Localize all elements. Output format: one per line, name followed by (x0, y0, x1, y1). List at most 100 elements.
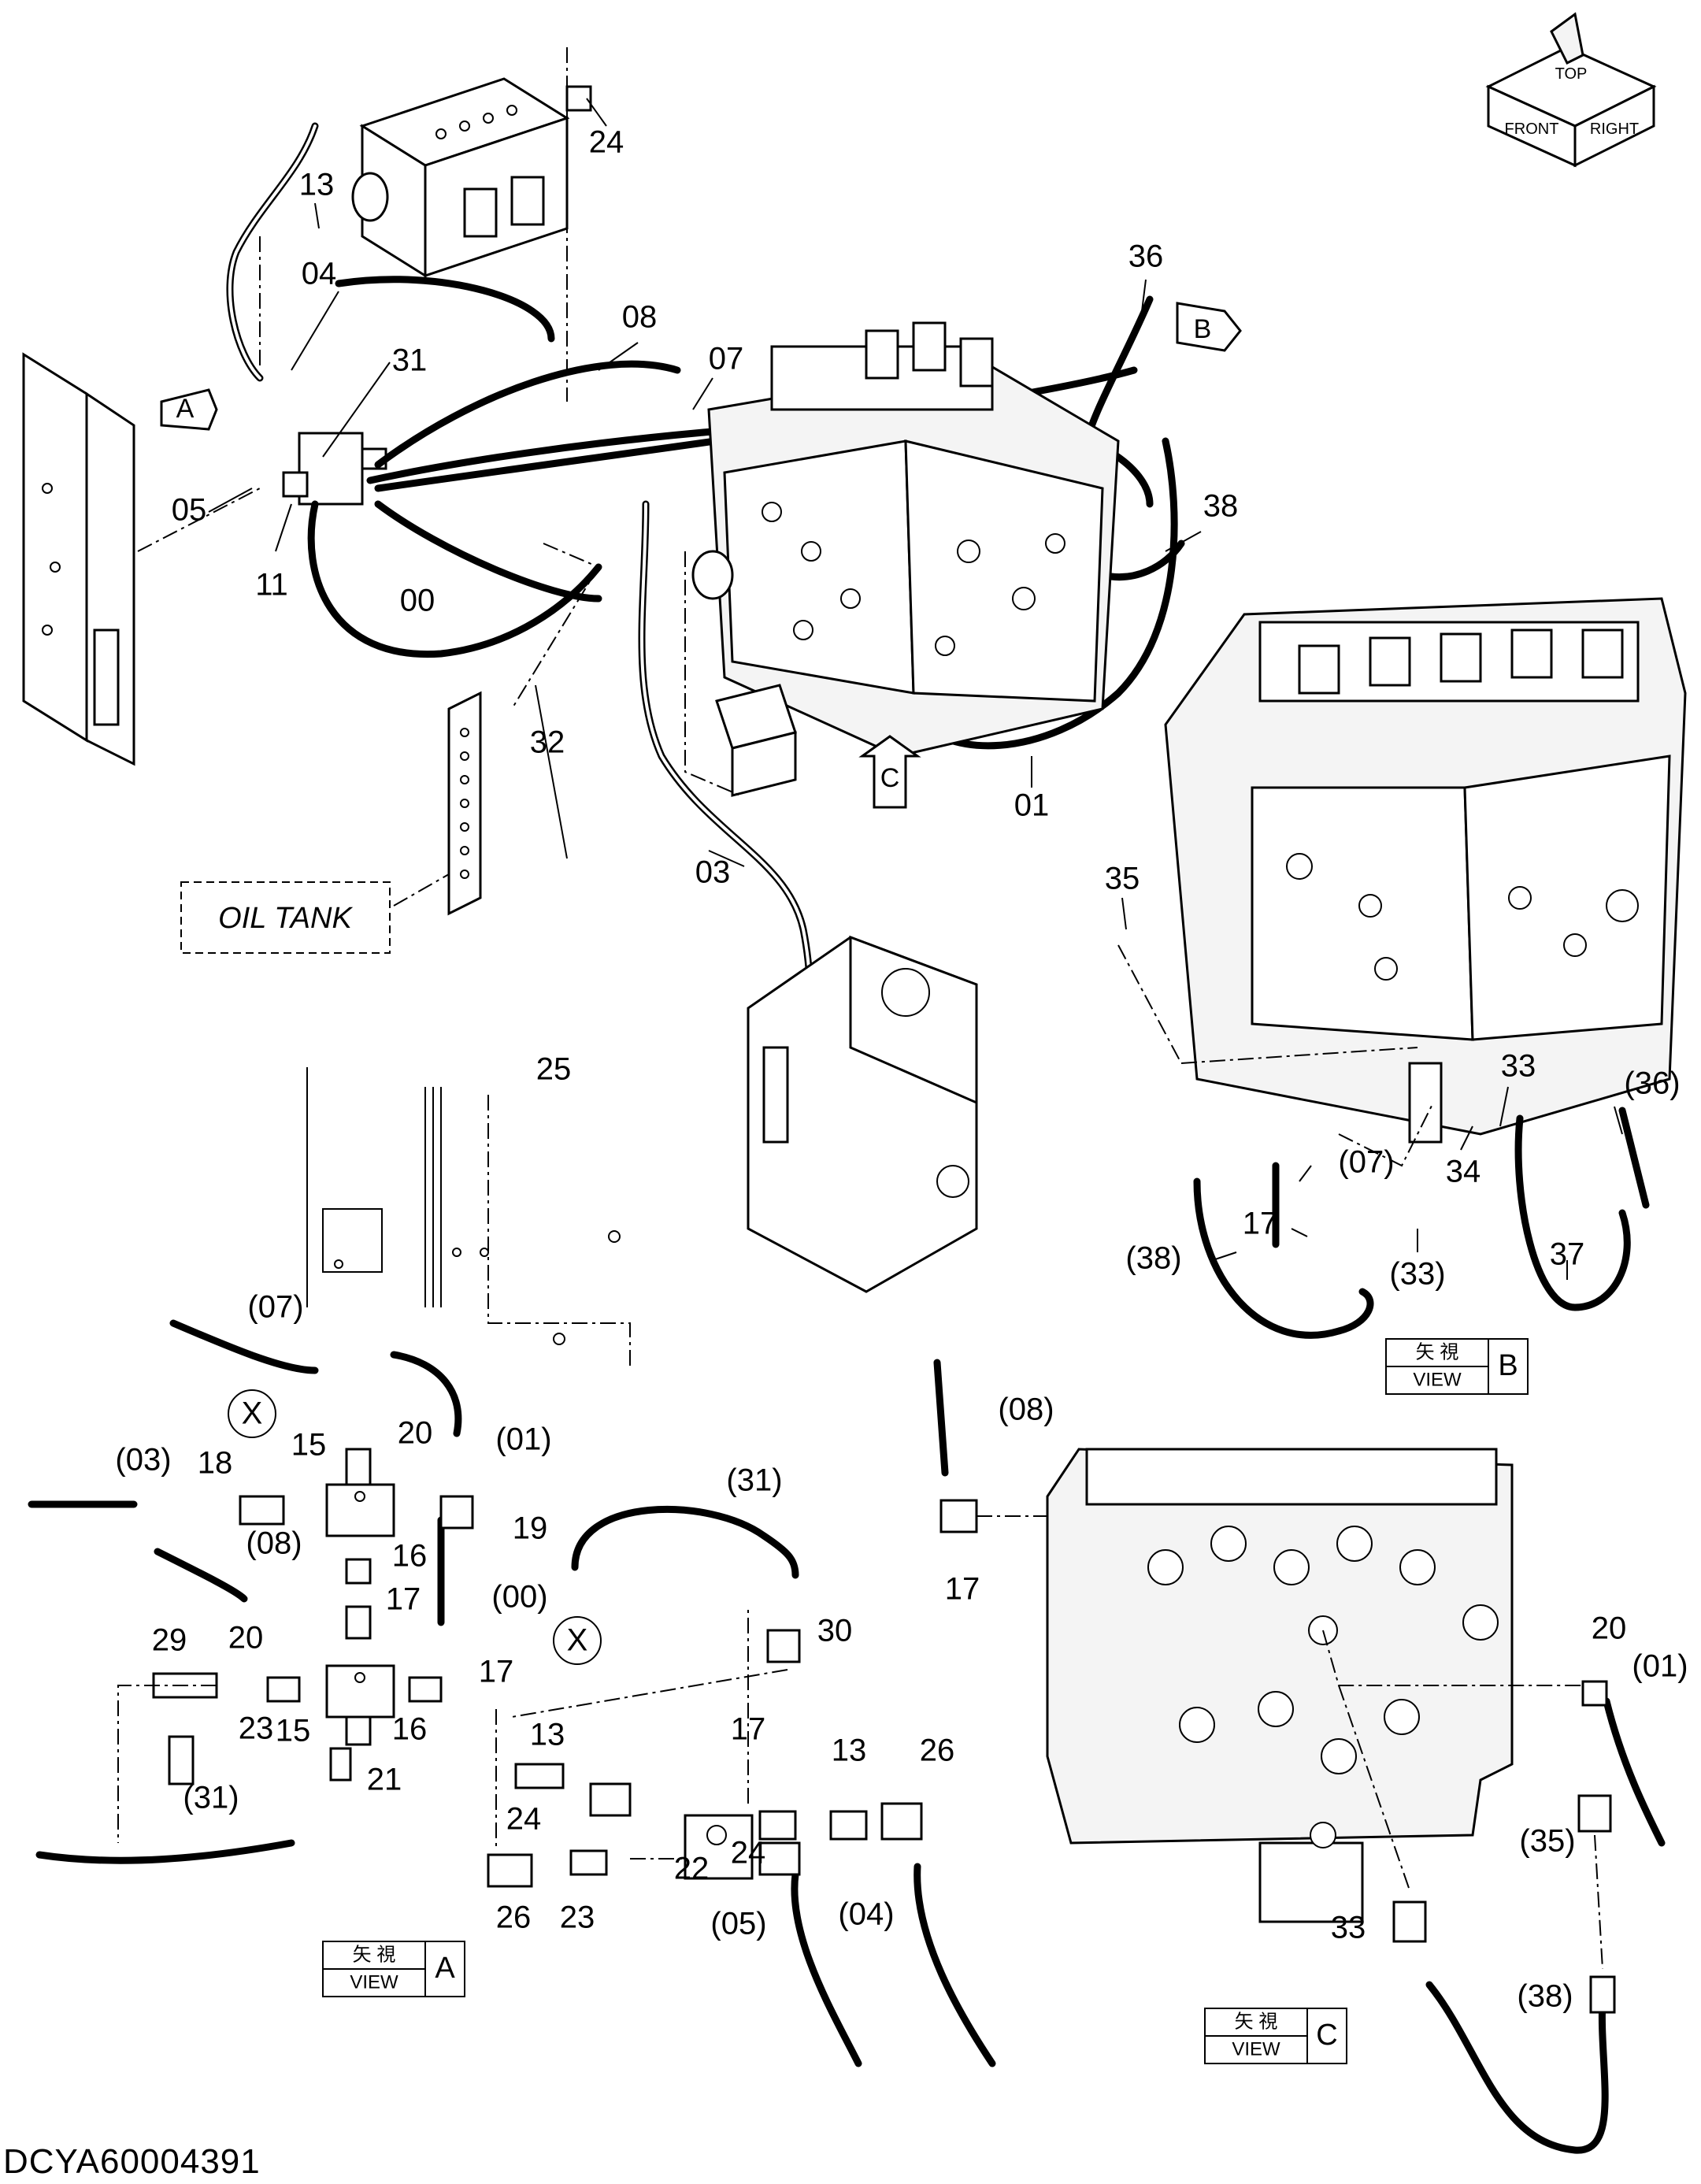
solenoid-block (715, 684, 797, 797)
svg-text:A: A (435, 1952, 455, 1985)
viewa-callout-29: 29 (152, 1623, 187, 1658)
viewa-callout-23b: 23 (560, 1900, 595, 1935)
top-valve-block (351, 77, 592, 278)
view-b-valve-body (1164, 597, 1687, 1144)
oil-tank-label: OIL TANK (218, 902, 353, 935)
viewa-callout-15b: 15 (276, 1714, 311, 1748)
viewa-callout-20b: 20 (228, 1621, 264, 1656)
callout-32: 32 (530, 725, 565, 760)
viewb-callout-35: 35 (1105, 862, 1140, 896)
svg-text:X: X (242, 1396, 263, 1431)
viewa-callout-17b: 17 (479, 1655, 514, 1689)
svg-text:VIEW: VIEW (1413, 1369, 1462, 1390)
viewa-callout-18: 18 (198, 1446, 233, 1481)
view-marker-c-icon: C (858, 735, 921, 809)
viewa-callout-07: (07) (247, 1290, 303, 1325)
cube-front-label: FRONT (1505, 121, 1559, 138)
view-marker-b-icon: B (1176, 302, 1242, 352)
viewa-callout-20: 20 (398, 1416, 433, 1451)
svg-text:矢 視: 矢 視 (1416, 1341, 1459, 1363)
viewa-callout-26: 26 (920, 1733, 955, 1768)
main-control-valve (691, 321, 1120, 758)
viewc-callout-01: (01) (1632, 1649, 1688, 1684)
viewa-callout-30: 30 (817, 1614, 853, 1648)
svg-text:矢 視: 矢 視 (353, 1944, 396, 1965)
main-assembly-view: OIL TANK A B C 24 13 04 31 0 (22, 47, 1242, 1293)
viewa-callout-17: 17 (386, 1582, 421, 1617)
viewc-callout-20: 20 (1592, 1611, 1627, 1646)
viewa-callout-31b: (31) (183, 1781, 239, 1815)
view-b-label: 矢 視 VIEW B (1385, 1338, 1529, 1395)
view-a-detail: 25 (07) X 15 20 (01) (03) 18 19 (08) 16 … (28, 1052, 996, 2067)
svg-text:矢 視: 矢 視 (1235, 2011, 1278, 2032)
view-a-label: 矢 視 VIEW A (322, 1941, 465, 1997)
callout-24: 24 (589, 125, 624, 160)
viewa-callout-26b: 26 (496, 1900, 532, 1935)
viewa-callout-16: 16 (392, 1539, 428, 1574)
view-c-valve-body (1046, 1448, 1514, 1923)
viewc-callout-38: (38) (1517, 1979, 1573, 2014)
viewc-callout-17: 17 (945, 1572, 980, 1607)
callout-01: 01 (1014, 788, 1050, 823)
callout-03: 03 (695, 855, 731, 890)
viewa-callout-00: (00) (491, 1580, 547, 1615)
viewa-callout-25: 25 (536, 1052, 572, 1087)
viewa-callout-17c: 17 (731, 1712, 766, 1747)
viewa-callout-21: 21 (367, 1763, 402, 1797)
perforated-strip (447, 691, 482, 916)
viewa-callout-19: 19 (513, 1511, 548, 1546)
svg-text:VIEW: VIEW (1232, 2038, 1280, 2060)
viewa-callout-24: 24 (506, 1802, 542, 1837)
view-marker-a-icon: A (160, 388, 218, 431)
view-b-detail: 35 (36) 33 (07) 34 17 (38) (33) 37 矢 視 V… (1105, 597, 1687, 1395)
viewb-callout-34: 34 (1446, 1155, 1481, 1189)
callout-11: 11 (255, 568, 288, 603)
viewb-callout-33: 33 (1501, 1049, 1536, 1084)
viewa-callout-03: (03) (115, 1443, 171, 1478)
viewa-callout-23: 23 (239, 1711, 274, 1746)
viewb-callout-38: (38) (1125, 1241, 1181, 1276)
callout-36: 36 (1128, 239, 1164, 274)
cube-top-label: TOP (1555, 65, 1588, 83)
callout-38: 38 (1203, 489, 1239, 524)
viewa-callout-13: 13 (530, 1718, 565, 1752)
viewc-callout-35: (35) (1519, 1824, 1575, 1859)
callout-13: 13 (299, 168, 335, 202)
viewa-callout-04: (04) (838, 1897, 894, 1932)
svg-text:A: A (176, 394, 195, 424)
viewa-marker-x-upper: X (228, 1389, 276, 1438)
lower-support-bracket (747, 935, 978, 1293)
viewb-callout-36: (36) (1624, 1066, 1680, 1101)
callout-05: 05 (172, 493, 207, 528)
viewa-callout-16b: 16 (392, 1712, 428, 1747)
pilot-manifold (282, 432, 387, 506)
viewb-callout-33b: (33) (1389, 1257, 1445, 1292)
viewa-callout-05: (05) (710, 1907, 766, 1941)
svg-text:X: X (567, 1623, 588, 1658)
viewb-callout-37: 37 (1550, 1237, 1585, 1272)
svg-text:B: B (1194, 314, 1212, 344)
viewb-callout-17: 17 (1243, 1207, 1278, 1241)
viewc-callout-08: (08) (998, 1392, 1054, 1427)
viewa-callout-24b: 24 (731, 1836, 766, 1871)
callout-07: 07 (709, 342, 744, 376)
callout-00: 00 (400, 584, 435, 618)
svg-text:C: C (1316, 2019, 1337, 2052)
cube-right-label: RIGHT (1590, 121, 1639, 138)
svg-text:C: C (880, 763, 900, 793)
viewa-callout-13b: 13 (832, 1733, 867, 1768)
svg-text:B: B (1498, 1349, 1518, 1382)
callout-31: 31 (392, 343, 428, 378)
orientation-cube-icon: TOP FRONT RIGHT (1485, 12, 1657, 168)
document-code: DCYA60004391 (3, 2142, 261, 2181)
callout-08: 08 (622, 300, 658, 335)
viewa-callout-15: 15 (291, 1428, 327, 1463)
viewa-marker-x-lower: X (553, 1616, 602, 1665)
viewb-callout-07: (07) (1338, 1145, 1394, 1180)
viewa-callout-31: (31) (726, 1463, 782, 1498)
callout-04: 04 (302, 257, 337, 291)
viewc-callout-33: 33 (1331, 1911, 1366, 1945)
view-c-label: 矢 視 VIEW C (1204, 2008, 1347, 2064)
viewa-callout-08: (08) (246, 1526, 302, 1561)
